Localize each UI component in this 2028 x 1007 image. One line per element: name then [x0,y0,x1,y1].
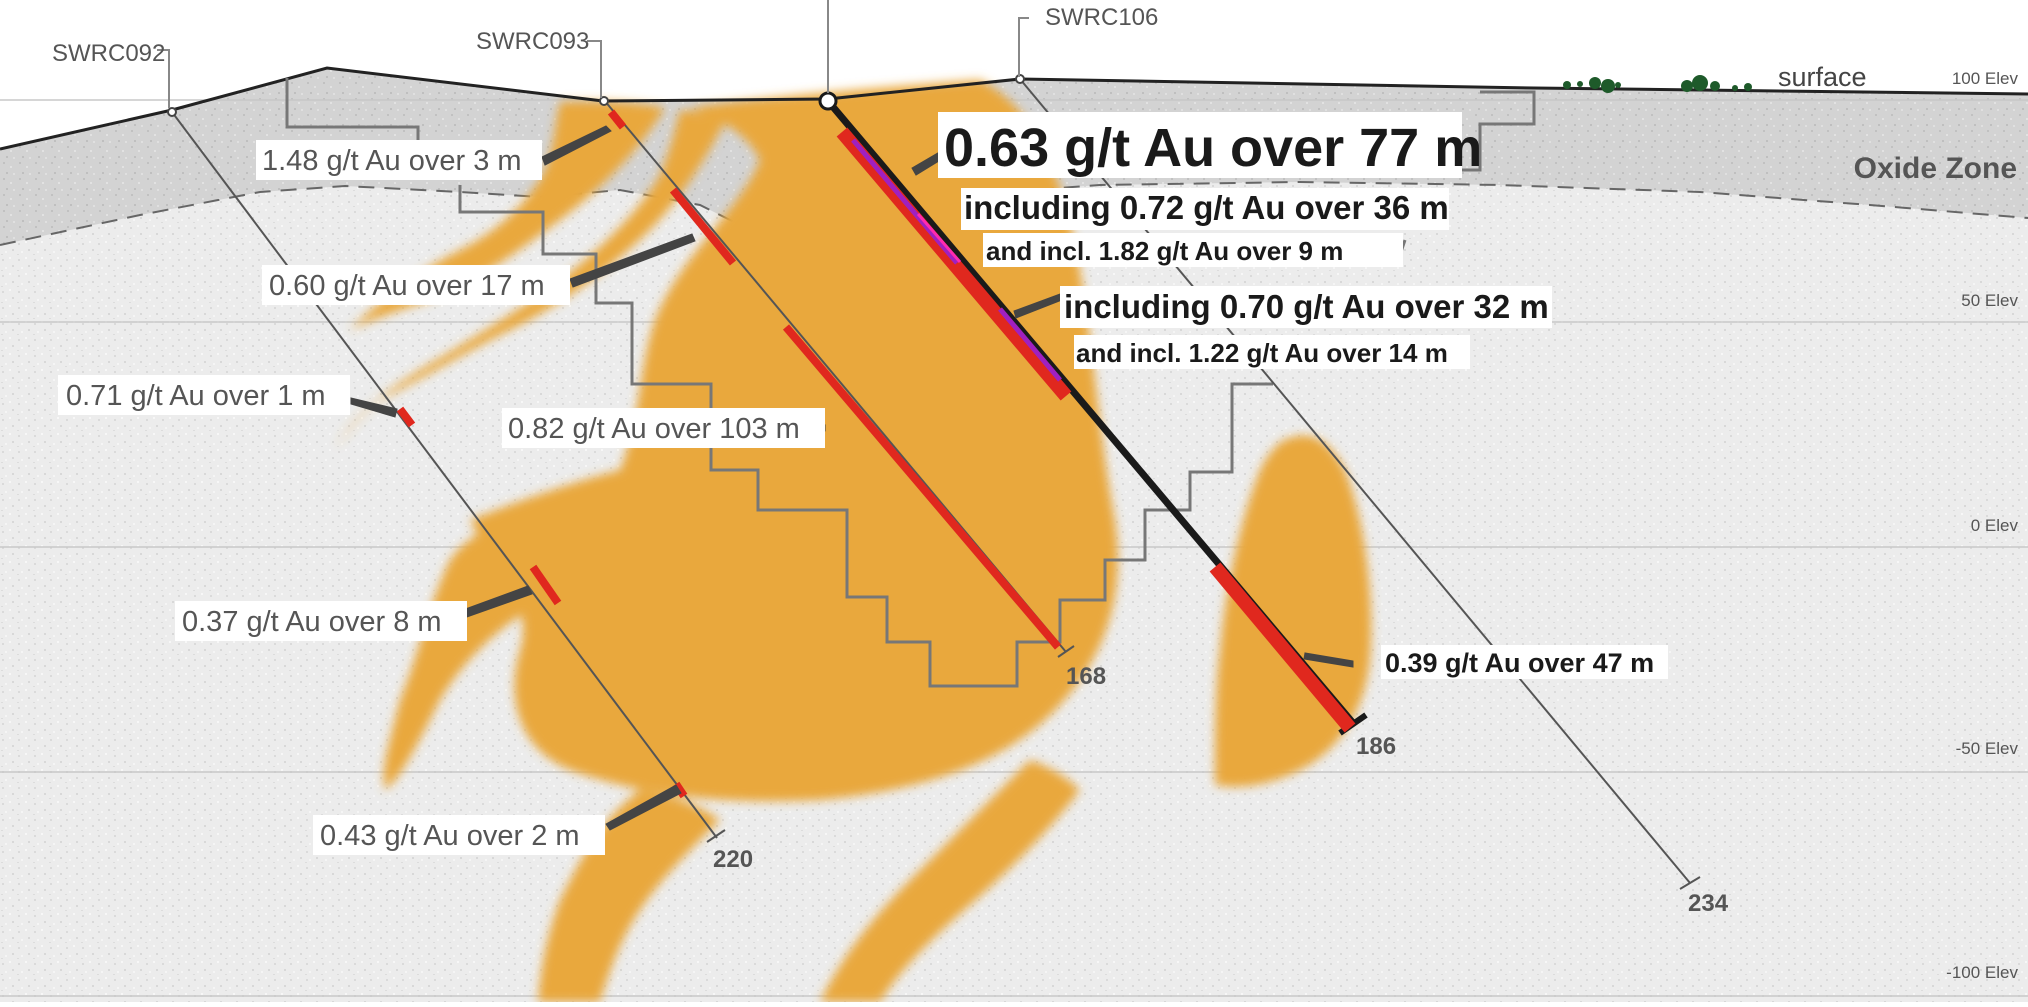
elevation-label-0: 0 Elev [1971,516,2019,535]
intercept-label-and-incl-1: and incl. 1.82 g/t Au over 9 m [986,236,1343,266]
hole-name-leaders [157,0,1029,108]
end-depth-featured: 186 [1356,733,1396,760]
featured-collar [818,91,838,111]
intercept-label-main: 0.63 g/t Au over 77 m [944,118,1482,178]
intercept-label-swrc092-2: 0.71 g/t Au over 1 m [66,380,326,412]
vegetation [1563,75,1752,93]
intercept-label-swrc093-1: 1.48 g/t Au over 3 m [262,145,522,177]
label-boxes [58,112,1668,855]
intercept-segments [396,109,1356,799]
intercept-label-swrc092-4: 0.43 g/t Au over 2 m [320,820,580,852]
oxide-zone-label: Oxide Zone [1854,152,2017,185]
trace-swrc092 [171,111,718,839]
topographic-surface [0,66,2028,151]
end-depth-swrc092: 220 [713,846,753,873]
hole-label-swrc106: SWRC106 [1045,4,1158,31]
elevation-label-50: 50 Elev [1961,291,2018,310]
intercept-label-and-incl-2: and incl. 1.22 g/t Au over 14 m [1076,338,1448,368]
end-depth-swrc106: 234 [1688,890,1729,917]
end-depth-swrc093: 168 [1066,663,1106,690]
elevation-label-minus-50: -50 Elev [1956,739,2019,758]
hole-label-swrc093: SWRC093 [476,28,589,55]
intercept-label-including-1: including 0.72 g/t Au over 36 m [964,189,1449,226]
intercept-label-swrc092-1: 0.60 g/t Au over 17 m [269,270,545,302]
intercept-label-lower: 0.39 g/t Au over 47 m [1385,648,1654,678]
surface-label: surface [1778,62,1867,92]
hole-label-swrc092: SWRC092 [52,40,165,67]
elevation-label-100: 100 Elev [1952,69,2019,88]
intercept-label-swrc093-2: 0.82 g/t Au over 103 m [508,413,800,445]
elevation-label-minus-100: -100 Elev [1946,963,2018,982]
intercept-label-swrc092-3: 0.37 g/t Au over 8 m [182,606,442,638]
intercept-label-including-2: including 0.70 g/t Au over 32 m [1064,288,1549,325]
